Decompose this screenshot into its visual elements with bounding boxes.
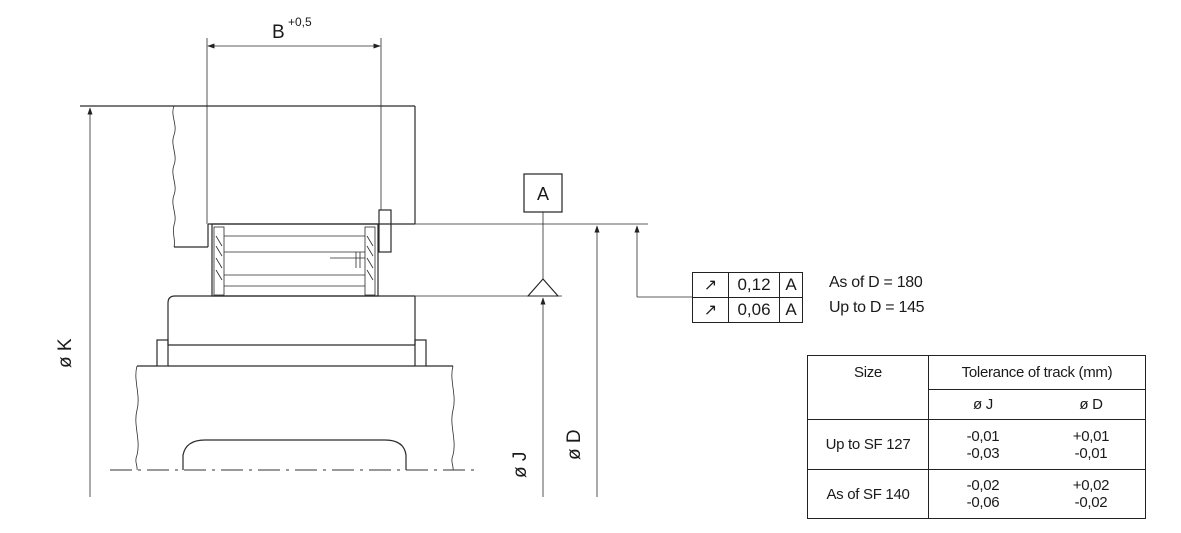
j-lower: -0,03 [966,444,1000,462]
bearing-assembly [211,209,392,297]
d-upper: +0,02 [1072,477,1110,494]
d-upper: +0,01 [1072,427,1110,445]
width-b-label: B [272,22,285,43]
track-diameter-d-label: ø D [564,429,585,460]
width-b-tolerance: +0,5 [288,15,312,29]
runout-value: 0,12 [729,273,780,297]
runout-datum: A [785,275,797,294]
table-subheader-j: ø J [928,389,1037,420]
table-cell-j: -0,01 -0,03 [928,419,1037,470]
reference-lines: A [391,173,648,297]
runout-frame-small: ↗ 0,06 A [692,297,803,323]
table-row: Up to SF 127 -0,01 -0,03 +0,01 -0,01 [807,419,1146,470]
table-cell-d: +0,02 -0,02 [1037,469,1146,519]
table-cell-size: As of SF 140 [807,469,929,519]
runout-arrow-icon: ↗ [693,298,729,322]
j-lower: -0,06 [966,494,1000,511]
bore-diameter-j-label: ø J [510,452,531,478]
shaft-base [110,295,478,471]
dimension-lines [87,43,692,497]
runout-arrow-icon: ↗ [693,273,729,297]
runout-note: Up to D = 145 [829,299,925,316]
d-lower: -0,01 [1074,444,1108,462]
j-upper: -0,02 [966,477,1000,494]
runout-frame-large: ↗ 0,12 A [692,272,803,298]
table-cell-j: -0,02 -0,06 [928,469,1037,519]
housing [80,38,416,248]
runout-value: 0,06 [729,298,780,322]
table-row: As of SF 140 -0,02 -0,06 +0,02 -0,02 [807,469,1146,519]
table-header-tolerance: Tolerance of track (mm) [928,355,1146,390]
table-cell-d: +0,01 -0,01 [1037,419,1146,470]
runout-note: As of D = 180 [829,274,923,291]
datum-a-box [523,173,563,213]
outer-diameter-k-label: ø K [55,338,76,368]
d-lower: -0,02 [1074,494,1108,511]
j-upper: -0,01 [966,427,1000,445]
table-header-size: Size [807,355,929,390]
datum-a-label: A [537,184,549,204]
tolerance-table: Size Tolerance of track (mm) ø J ø D Up … [807,355,1146,519]
table-cell-size: Up to SF 127 [807,419,929,470]
table-subheader-d: ø D [1037,389,1146,420]
table-header-empty [807,389,929,420]
runout-datum: A [785,300,797,319]
